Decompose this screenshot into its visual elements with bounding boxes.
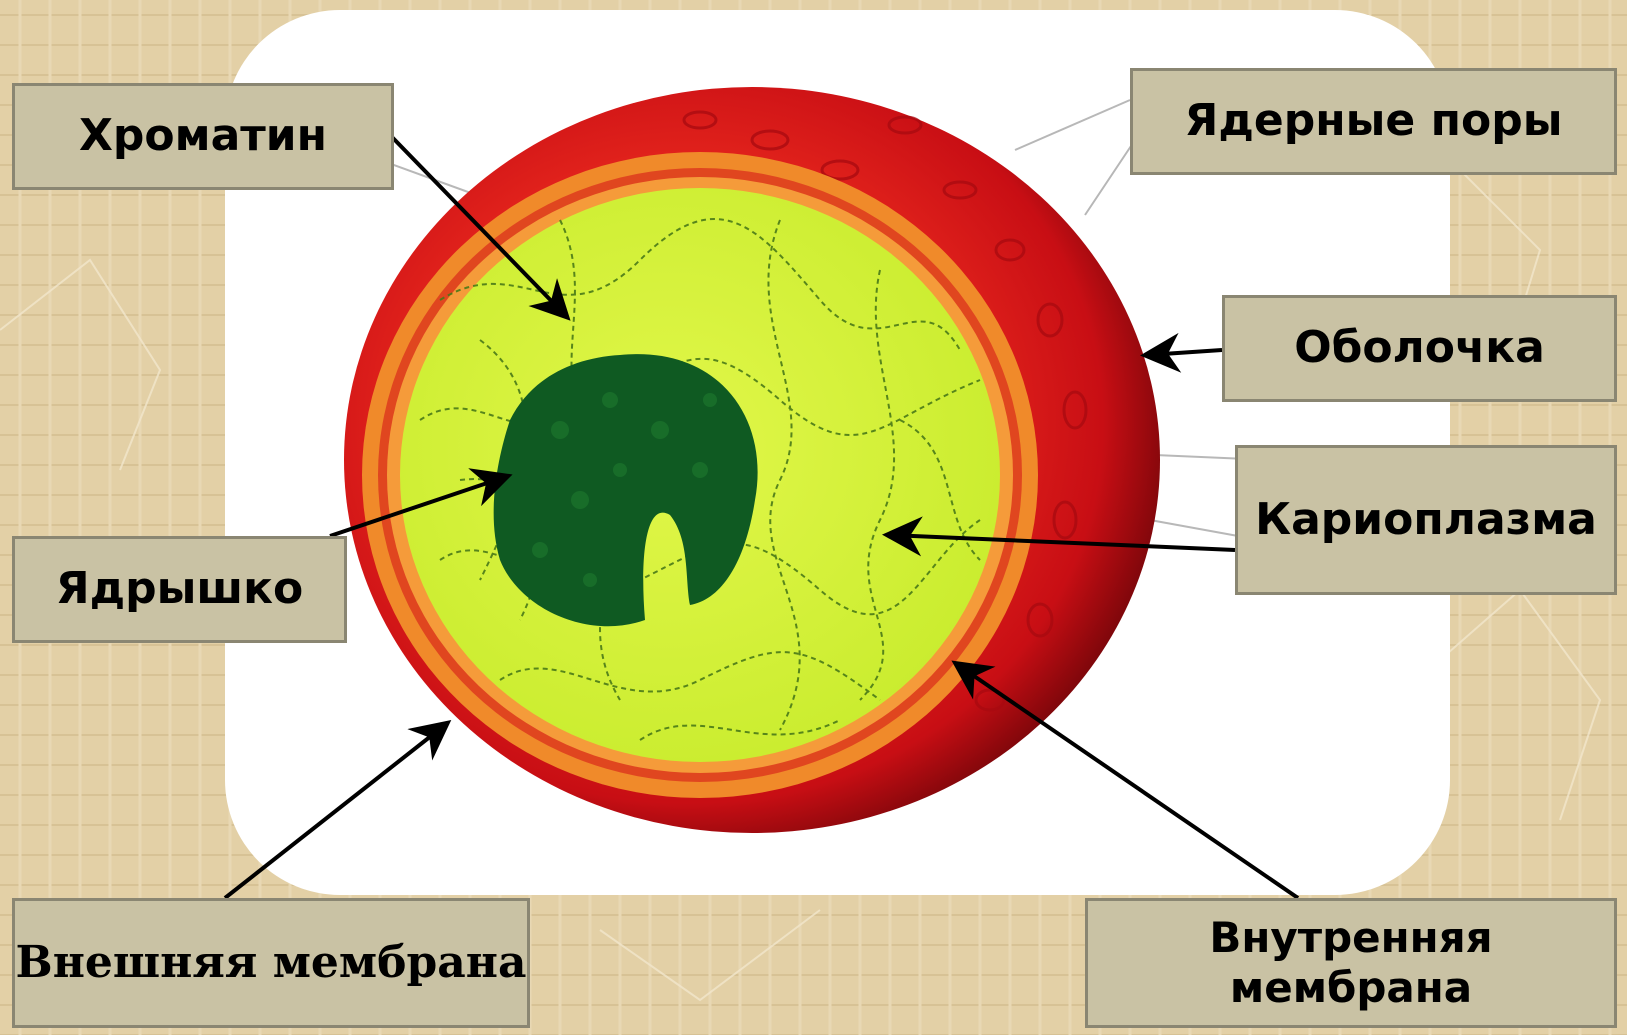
label-chromatin: Хроматин [12, 83, 394, 190]
label-nucleolus: Ядрышко [12, 536, 347, 643]
label-inner-membrane: Внутренняя мембрана [1085, 898, 1617, 1028]
nucleolus [494, 354, 758, 626]
label-nuclear-pores: Ядерные поры [1130, 68, 1617, 175]
label-outer-membrane: Внешняя мембрана [12, 898, 530, 1028]
label-envelope: Оболочка [1222, 295, 1617, 402]
label-karyoplasm: Кариоплазма [1235, 445, 1617, 595]
